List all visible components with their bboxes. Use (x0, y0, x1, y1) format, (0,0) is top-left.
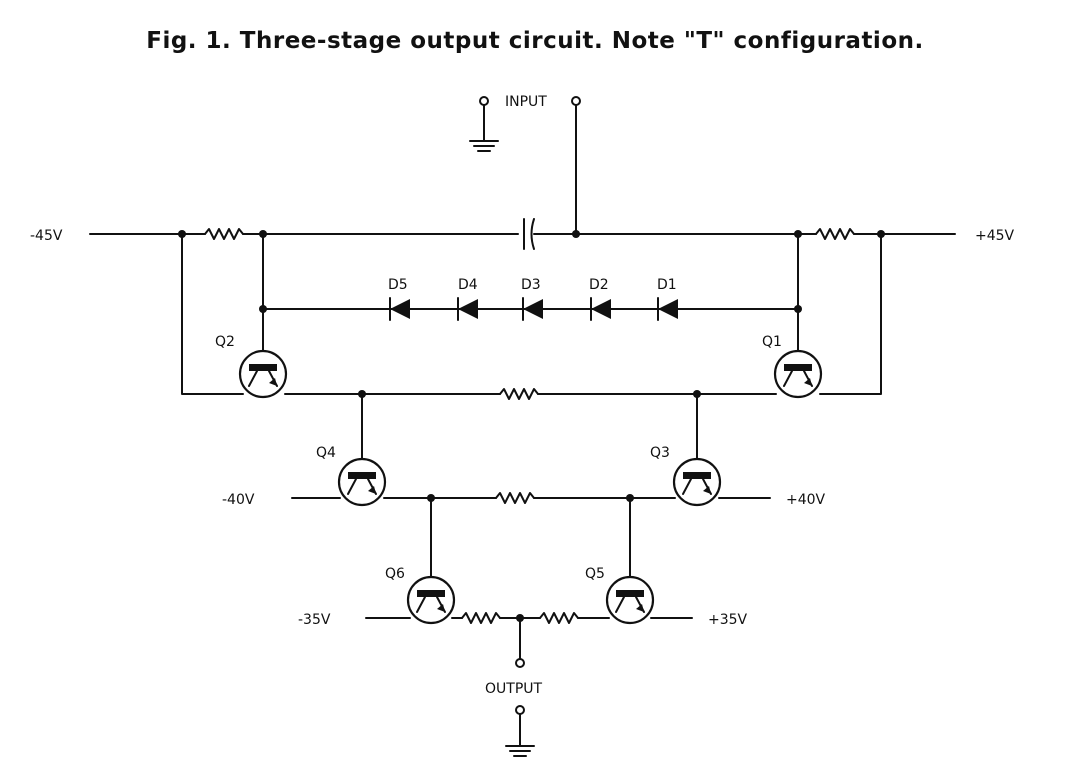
diode-label-d2: D2 (589, 277, 609, 293)
transistor-label-q5: Q5 (585, 566, 605, 582)
transistor-label-q3: Q3 (650, 445, 670, 461)
transistor-q3 (672, 457, 722, 507)
diode-label-d1: D1 (657, 277, 677, 293)
output-label: OUTPUT (485, 681, 543, 697)
transistor-q1 (773, 349, 823, 399)
diode-d5 (389, 297, 411, 321)
diode-d1 (657, 297, 679, 321)
diode-d2 (590, 297, 612, 321)
output-ground-terminal (505, 705, 535, 757)
figure-caption: Fig. 1. Three-stage output circuit. Note… (146, 28, 924, 54)
transistor-label-q4: Q4 (316, 445, 336, 461)
resistor-r5 (461, 612, 501, 624)
output-terminal (515, 617, 525, 668)
diode-label-d4: D4 (458, 277, 478, 293)
diode-d3 (522, 297, 544, 321)
transistor-q5 (605, 575, 655, 625)
ground-symbol (469, 140, 499, 152)
input-terminal (571, 96, 581, 235)
supply-label-neg40: -40V (222, 492, 255, 508)
transistor-q6 (406, 575, 456, 625)
transistor-label-q2: Q2 (215, 334, 235, 350)
resistor-r3 (499, 388, 539, 400)
supply-label-neg35: -35V (298, 612, 331, 628)
input-capacitor (523, 218, 535, 250)
ground-symbol (505, 745, 535, 757)
supply-label-pos40: +40V (786, 492, 826, 508)
supply-label-neg45: -45V (30, 228, 63, 244)
transistor-q4 (337, 457, 387, 507)
resistor-r2 (815, 228, 855, 240)
diode-d4 (457, 297, 479, 321)
transistor-label-q1: Q1 (762, 334, 782, 350)
diode-label-d3: D3 (521, 277, 541, 293)
input-ground-terminal (469, 96, 499, 152)
resistor-r4 (495, 492, 535, 504)
transistor-label-q6: Q6 (385, 566, 405, 582)
diode-label-d5: D5 (388, 277, 408, 293)
resistor-r6 (539, 612, 579, 624)
input-label: INPUT (505, 94, 547, 110)
supply-label-pos35: +35V (708, 612, 748, 628)
transistor-q2 (238, 349, 288, 399)
junction-dots (178, 230, 885, 622)
supply-label-pos45: +45V (975, 228, 1015, 244)
resistor-r1 (204, 228, 244, 240)
